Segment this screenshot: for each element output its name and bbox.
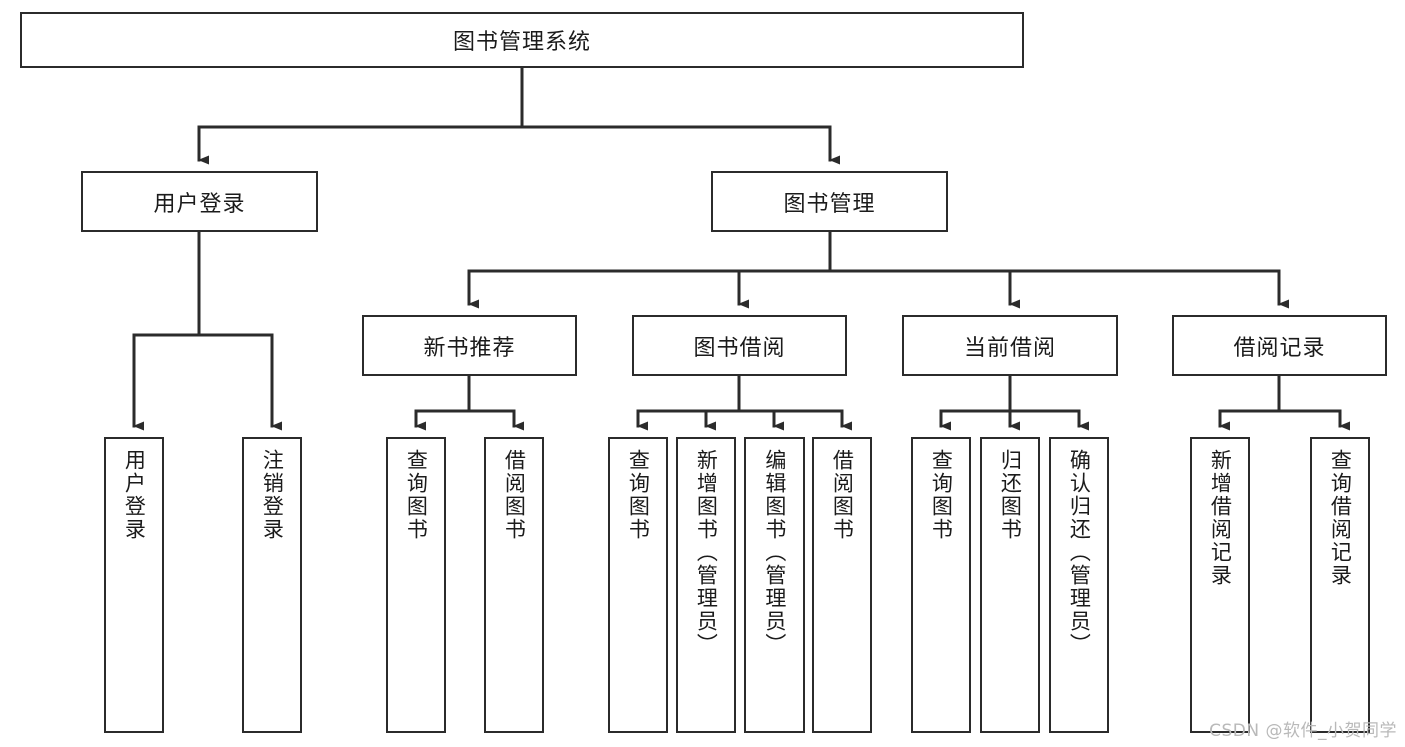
node-current-borrow[interactable]: 当前借阅	[902, 315, 1118, 376]
node-root-label: 图书管理系统	[452, 30, 591, 55]
node-book-borrow-label: 图书借阅	[693, 335, 786, 361]
node-current-borrow-label: 当前借阅	[963, 335, 1056, 361]
node-leaf-rec-borrow-label: 借阅图书	[502, 449, 527, 541]
node-leaf-rec-query[interactable]: 查询图书	[386, 437, 446, 733]
node-borrow-record[interactable]: 借阅记录	[1172, 315, 1387, 376]
node-book-manage-label: 图书管理	[783, 191, 876, 217]
node-leaf-rec-query-label: 查询图书	[404, 449, 429, 541]
node-user-login[interactable]: 用户登录	[81, 171, 318, 232]
node-leaf-cb-query[interactable]: 查询图书	[911, 437, 971, 733]
node-leaf-bb-borrow-label: 借阅图书	[830, 449, 855, 541]
node-leaf-cb-query-label: 查询图书	[929, 449, 954, 541]
node-leaf-user-login[interactable]: 用户登录	[104, 437, 164, 733]
node-leaf-bb-edit-label: 编辑图书（管理员）	[762, 449, 787, 656]
node-leaf-logout[interactable]: 注销登录	[242, 437, 302, 733]
node-leaf-cb-confirm-label: 确认归还（管理员）	[1067, 449, 1092, 656]
node-book-manage[interactable]: 图书管理	[711, 171, 948, 232]
node-leaf-rec-borrow[interactable]: 借阅图书	[484, 437, 544, 733]
node-leaf-br-add-label: 新增借阅记录	[1208, 449, 1233, 587]
node-leaf-cb-confirm[interactable]: 确认归还（管理员）	[1049, 437, 1109, 733]
node-leaf-cb-return[interactable]: 归还图书	[980, 437, 1040, 733]
node-leaf-bb-add[interactable]: 新增图书（管理员）	[676, 437, 736, 733]
node-new-book-rec[interactable]: 新书推荐	[362, 315, 577, 376]
node-root[interactable]: 图书管理系统	[20, 12, 1024, 68]
node-leaf-bb-query-label: 查询图书	[626, 449, 651, 541]
node-leaf-br-query-label: 查询借阅记录	[1328, 449, 1353, 587]
node-borrow-record-label: 借阅记录	[1233, 335, 1326, 361]
node-book-borrow[interactable]: 图书借阅	[632, 315, 847, 376]
node-leaf-bb-query[interactable]: 查询图书	[608, 437, 668, 733]
node-user-login-label: 用户登录	[153, 191, 246, 217]
node-leaf-br-query[interactable]: 查询借阅记录	[1310, 437, 1370, 733]
node-leaf-user-login-label: 用户登录	[122, 449, 147, 541]
node-leaf-logout-label: 注销登录	[260, 449, 285, 541]
node-leaf-bb-edit[interactable]: 编辑图书（管理员）	[744, 437, 805, 733]
node-leaf-br-add[interactable]: 新增借阅记录	[1190, 437, 1250, 733]
node-leaf-bb-borrow[interactable]: 借阅图书	[812, 437, 872, 733]
node-leaf-bb-add-label: 新增图书（管理员）	[694, 449, 719, 656]
node-leaf-cb-return-label: 归还图书	[998, 449, 1023, 541]
node-new-book-rec-label: 新书推荐	[423, 335, 516, 361]
